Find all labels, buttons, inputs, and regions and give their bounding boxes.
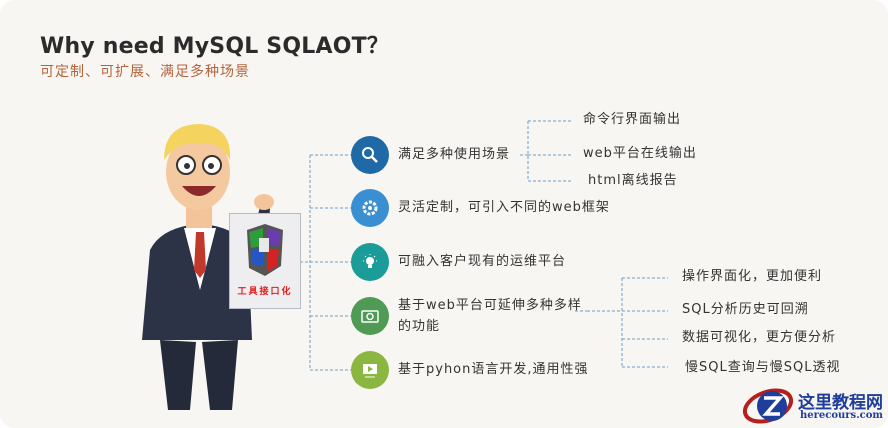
scenario-cli: 命令行界面输出 <box>583 112 682 127</box>
feature-integration: 可融入客户现有的运维平台 <box>398 254 567 269</box>
watermark-domain: herecours.com <box>800 410 884 421</box>
web-feature-history: SQL分析历史可回溯 <box>682 302 809 317</box>
tool-interface-box: 工具接口化 <box>229 213 301 309</box>
slide-subtitle: 可定制、可扩展、满足多种场景 <box>40 64 250 80</box>
watermark-name: 这里教程网 <box>798 393 883 413</box>
web-feature-slow-sql: 慢SQL查询与慢SQL透视 <box>685 360 841 375</box>
search-icon <box>351 136 389 174</box>
feature-customizable: 灵活定制，可引入不同的web框架 <box>398 200 610 215</box>
camera-icon <box>351 297 389 335</box>
feature-scenarios: 满足多种使用场景 <box>398 147 511 162</box>
tool-box-label: 工具接口化 <box>237 287 293 297</box>
gear-icon <box>351 189 389 227</box>
web-feature-visualization: 数据可视化，更方便分析 <box>682 330 837 345</box>
puzzle-cube-icon <box>247 224 283 276</box>
slide-title: Why need MySQL SQLAOT？ <box>40 34 389 59</box>
video-icon <box>351 351 389 389</box>
feature-web-extend-line2: 的功能 <box>398 319 441 334</box>
watermark-logo <box>742 388 794 424</box>
lightbulb-icon <box>351 243 389 281</box>
scenario-html: html离线报告 <box>588 173 678 188</box>
scenario-web: web平台在线输出 <box>583 146 697 161</box>
feature-web-extend-line1: 基于web平台可延伸多种多样 <box>398 298 582 313</box>
web-feature-ui: 操作界面化，更加便利 <box>682 269 823 284</box>
feature-python: 基于pyhon语言开发,通用性强 <box>398 362 589 377</box>
